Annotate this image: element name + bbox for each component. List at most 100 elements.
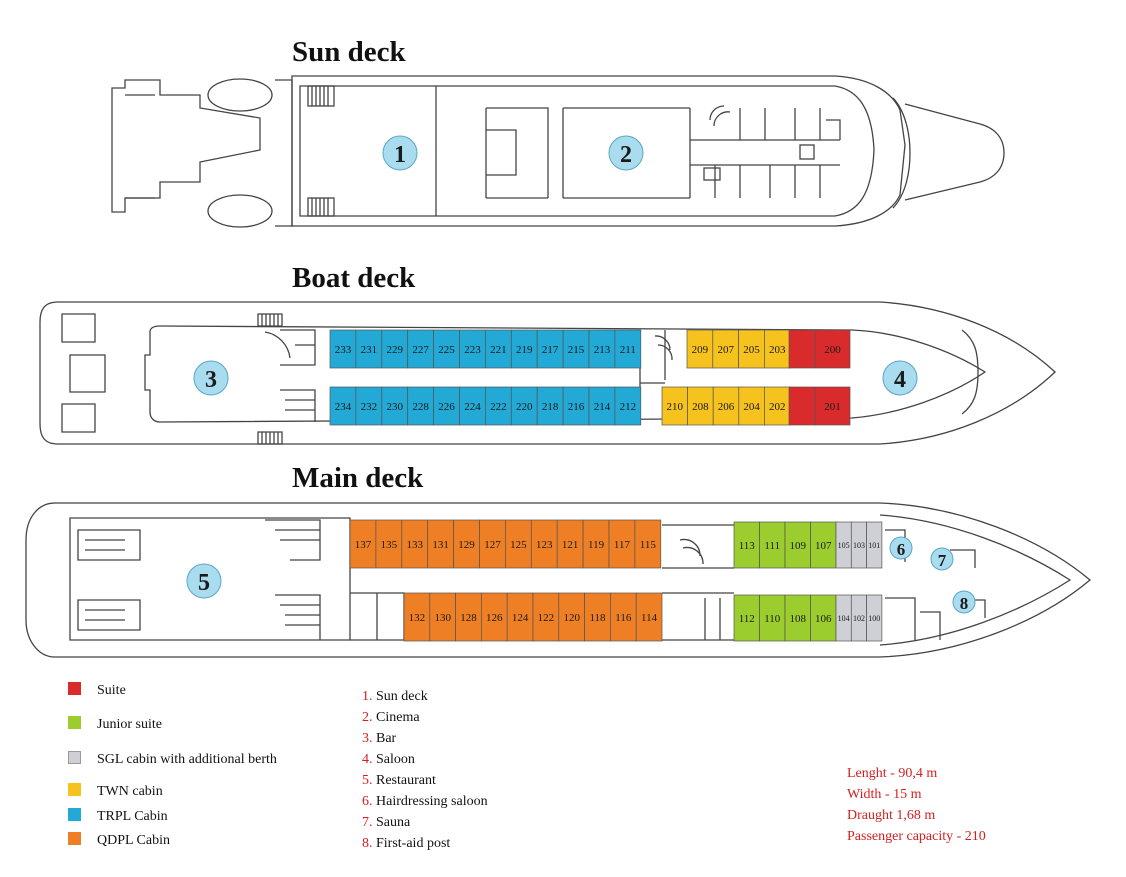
- cabin-201[interactable]: [814, 386, 851, 426]
- cabin-137[interactable]: [349, 519, 377, 569]
- cabin-206[interactable]: [712, 386, 740, 426]
- cabin-227[interactable]: [407, 329, 434, 369]
- zone-name: Bar: [376, 731, 397, 746]
- cabin-216[interactable]: [562, 386, 590, 426]
- cabin-number-label: 232: [361, 401, 378, 413]
- cabin-number-label: 205: [743, 344, 760, 356]
- cabin-100[interactable]: [866, 594, 883, 642]
- cabin-number-label: 224: [464, 401, 481, 413]
- zone-markers: 1 2 3 4 5 6 7 8: [186, 135, 976, 614]
- cabin-217[interactable]: [536, 329, 564, 369]
- cabin-222[interactable]: [485, 386, 512, 426]
- cabin-113[interactable]: [733, 521, 760, 569]
- cabin-209[interactable]: [686, 329, 714, 369]
- cabin-225[interactable]: [433, 329, 460, 369]
- cabin-112[interactable]: [733, 594, 760, 642]
- cabin-number-label: 203: [769, 344, 786, 356]
- zone-name: Sun deck: [376, 689, 428, 704]
- cabin-127[interactable]: [479, 519, 506, 569]
- cabin-101[interactable]: [866, 521, 883, 569]
- cabin-number-label: 225: [438, 344, 455, 356]
- cabin-210[interactable]: [661, 386, 688, 426]
- cabin-number-label: 228: [412, 401, 429, 413]
- suite-cell-2[interactable]: [788, 386, 816, 426]
- legend-label: Junior suite: [97, 717, 162, 732]
- zone-marker-1[interactable]: 1: [382, 135, 418, 171]
- cabin-116[interactable]: [610, 592, 637, 642]
- cabin-number-label: 120: [563, 612, 580, 624]
- zone-list-item: 7. Sauna: [362, 812, 488, 833]
- cabin-211[interactable]: [614, 329, 642, 369]
- zone-list-item: 1. Sun deck: [362, 686, 488, 707]
- cabin-114[interactable]: [635, 592, 663, 642]
- cabin-233[interactable]: [329, 329, 357, 369]
- cabin-number-label: 126: [486, 612, 503, 624]
- cabin-107[interactable]: [810, 521, 837, 569]
- cabin-213[interactable]: [588, 329, 616, 369]
- cabin-123[interactable]: [530, 519, 558, 569]
- cabin-207[interactable]: [712, 329, 739, 369]
- cabin-135[interactable]: [375, 519, 403, 569]
- cabin-131[interactable]: [427, 519, 454, 569]
- cabin-215[interactable]: [562, 329, 590, 369]
- cabin-115[interactable]: [634, 519, 662, 569]
- cabin-203[interactable]: [764, 329, 791, 369]
- cabin-number-label: 220: [516, 401, 533, 413]
- cabin-221[interactable]: [485, 329, 512, 369]
- cabin-204[interactable]: [738, 386, 765, 426]
- zone-marker-4[interactable]: 4: [882, 360, 918, 396]
- zone-marker-5[interactable]: 5: [186, 563, 222, 599]
- suite-cell-1[interactable]: [788, 329, 816, 369]
- cabin-124[interactable]: [506, 592, 534, 642]
- cabin-126[interactable]: [481, 592, 508, 642]
- cabin-218[interactable]: [536, 386, 564, 426]
- zone-marker-3-label: 3: [205, 367, 217, 393]
- cabin-132[interactable]: [403, 592, 431, 642]
- cabin-110[interactable]: [759, 594, 786, 642]
- zone-list-item: 8. First-aid post: [362, 833, 488, 854]
- cabin-223[interactable]: [459, 329, 486, 369]
- cabin-number-label: 100: [868, 614, 880, 623]
- cabin-117[interactable]: [608, 519, 636, 569]
- cabin-number-label: 223: [464, 344, 481, 356]
- cabin-125[interactable]: [505, 519, 532, 569]
- cabin-226[interactable]: [433, 386, 460, 426]
- zone-marker-3[interactable]: 3: [193, 360, 229, 396]
- cabin-number-label: 125: [510, 539, 527, 551]
- cabin-number-label: 218: [542, 401, 559, 413]
- cabin-212[interactable]: [614, 386, 642, 426]
- zone-marker-1-label: 1: [394, 142, 406, 168]
- zone-marker-7[interactable]: 7: [930, 547, 954, 571]
- cabin-224[interactable]: [459, 386, 486, 426]
- zone-marker-8[interactable]: 8: [952, 590, 976, 614]
- cabin-number-label: 215: [568, 344, 585, 356]
- zone-number: 7.: [362, 815, 373, 830]
- zone-marker-7-label: 7: [938, 551, 947, 570]
- cabin-133[interactable]: [401, 519, 429, 569]
- zone-marker-6[interactable]: 6: [889, 536, 913, 560]
- sun-deck-outline: [111, 75, 1005, 228]
- cabin-number-label: 135: [381, 539, 398, 551]
- zone-number: 4.: [362, 752, 373, 767]
- cabin-118[interactable]: [584, 592, 611, 642]
- cabin-208[interactable]: [687, 386, 714, 426]
- cabin-234[interactable]: [329, 386, 357, 426]
- cabin-129[interactable]: [453, 519, 480, 569]
- zone-list-item: 3. Bar: [362, 728, 488, 749]
- cabin-200[interactable]: [814, 329, 851, 369]
- cabin-205[interactable]: [738, 329, 765, 369]
- zone-marker-2[interactable]: 2: [608, 135, 644, 171]
- cabin-219[interactable]: [510, 329, 538, 369]
- legend-swatch-trpl: [68, 808, 81, 821]
- cabin-number-label: 106: [815, 613, 832, 625]
- cabin-229[interactable]: [381, 329, 409, 369]
- cabin-number-label: 114: [641, 612, 658, 624]
- cabin-128[interactable]: [455, 592, 482, 642]
- cabin-130[interactable]: [429, 592, 456, 642]
- cabin-number-label: 105: [838, 541, 850, 550]
- cabin-120[interactable]: [558, 592, 585, 642]
- cabin-number-label: 118: [589, 612, 606, 624]
- legend-item-junior-suite: Junior suite: [68, 716, 162, 733]
- cabin-106[interactable]: [810, 594, 837, 642]
- cabin-230[interactable]: [381, 386, 409, 426]
